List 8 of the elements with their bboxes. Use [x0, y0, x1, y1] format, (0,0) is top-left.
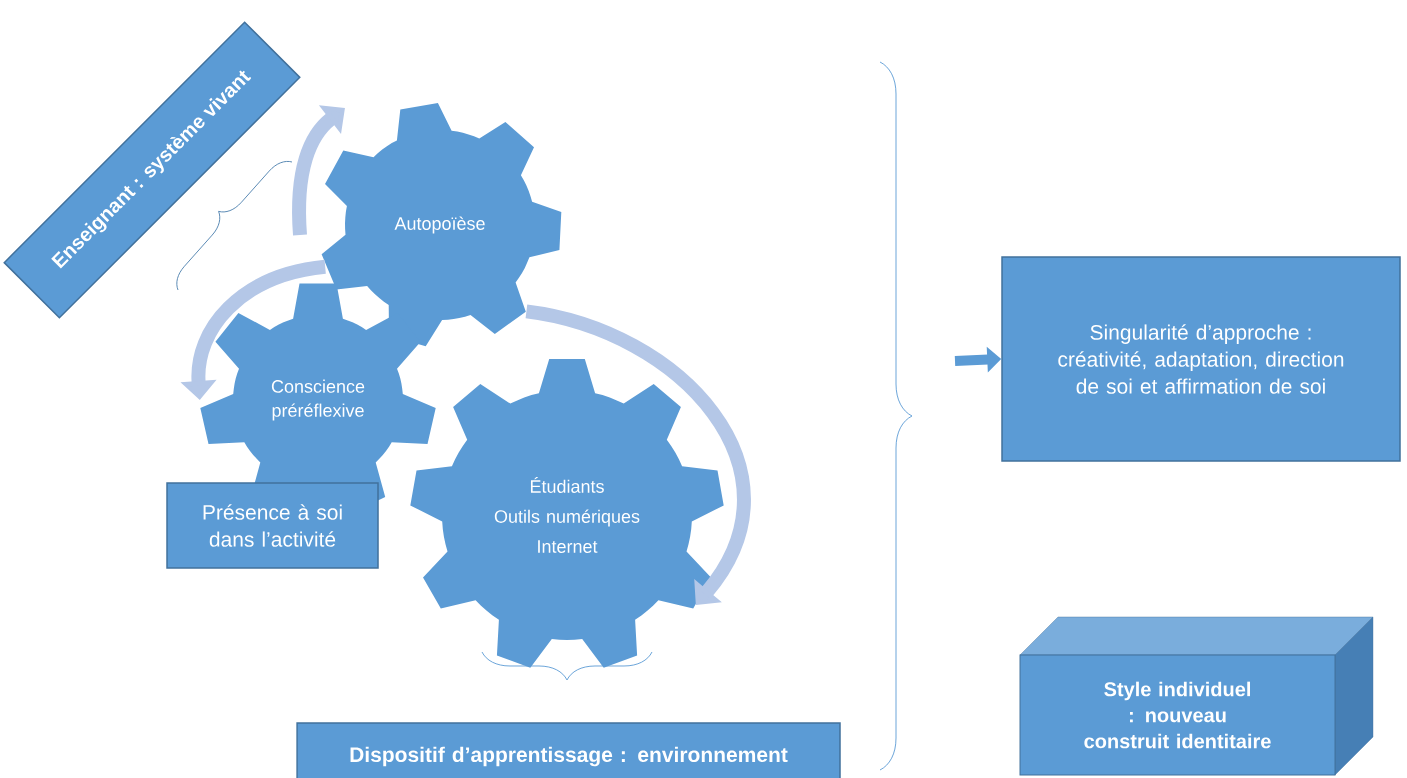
gear: Autopoïèse [321, 103, 562, 347]
text-box: Dispositif d’apprentissage : environnement [296, 722, 841, 778]
text-box: Présence à soi dans l’activité [166, 482, 379, 569]
arrow [292, 105, 345, 236]
text-box: Singularité d’approche : créativité, adaptation, direction de soi et affirmation de soi [1001, 256, 1401, 462]
gear: Étudiants Outils numériques Internet [410, 359, 724, 668]
node-label: Conscience préréflexive [271, 379, 365, 421]
block-box: Style individuel : nouveau construit identitaire [1019, 616, 1374, 776]
